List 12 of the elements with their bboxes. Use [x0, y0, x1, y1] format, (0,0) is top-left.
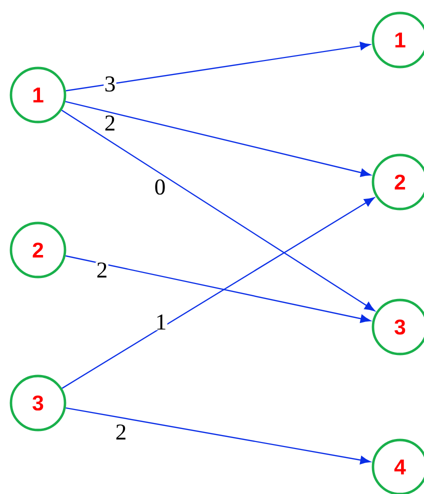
arrow: [66, 407, 370, 464]
edge-label: 0: [154, 178, 166, 196]
arrow: [65, 255, 371, 323]
arrow: [66, 42, 370, 92]
edge-label: 3: [104, 76, 116, 92]
edge-label: 2: [114, 424, 128, 440]
arrow: [62, 197, 374, 389]
arrow: [65, 101, 371, 177]
edge-label: 1: [154, 314, 168, 330]
edge-label: 2: [96, 262, 108, 278]
arrow: [61, 110, 375, 312]
edge-label: 2: [104, 114, 116, 132]
